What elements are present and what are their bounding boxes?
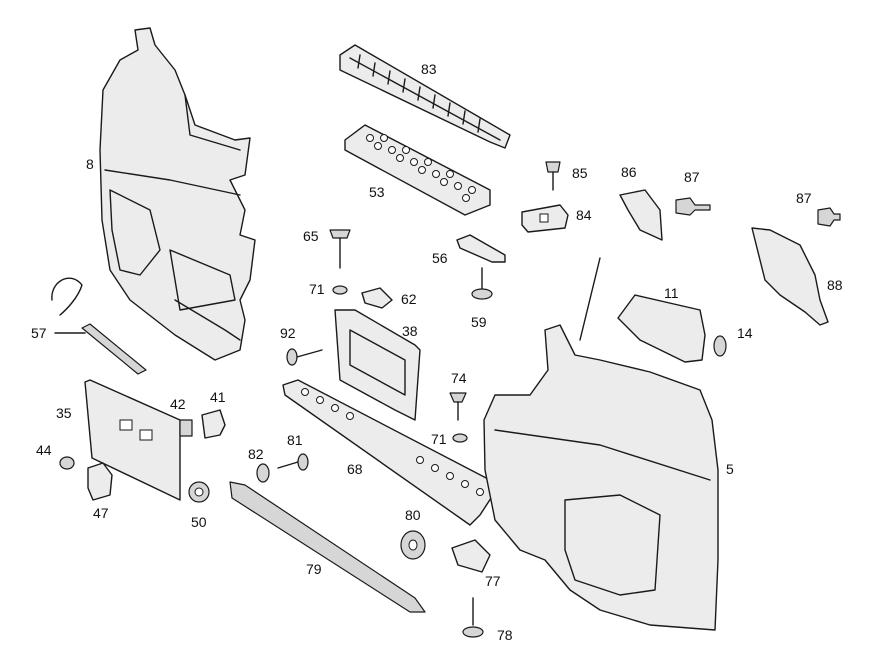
part-14-nut [713, 335, 727, 357]
part-71a-washer [332, 285, 348, 295]
callout-5: 5 [726, 461, 734, 477]
callout-71a: 71 [309, 281, 325, 297]
callout-59: 59 [471, 314, 487, 330]
callout-65: 65 [303, 228, 319, 244]
part-11-trim [617, 294, 706, 363]
callout-35: 35 [56, 405, 72, 421]
part-85-screw [545, 161, 561, 191]
part-80-bushing [400, 530, 426, 560]
part-56-bracket [456, 234, 506, 263]
part-59-bolt [471, 267, 493, 300]
callout-57: 57 [31, 325, 47, 341]
callout-38: 38 [402, 323, 418, 339]
part-92-screw [286, 348, 323, 366]
part-77-clip [451, 539, 491, 573]
part-38-frame [334, 309, 421, 421]
callout-87b: 87 [796, 190, 812, 206]
part-82-washer [256, 463, 270, 483]
callout-88: 88 [827, 277, 843, 293]
callout-84: 84 [576, 207, 592, 223]
callout-80: 80 [405, 507, 421, 523]
callout-14: 14 [737, 325, 753, 341]
callout-87a: 87 [684, 169, 700, 185]
part-81-screw [277, 453, 309, 471]
callout-44: 44 [36, 442, 52, 458]
part-87b-clip [817, 207, 841, 227]
part-68-step [282, 379, 494, 526]
callout-74: 74 [451, 370, 467, 386]
callout-56: 56 [432, 250, 448, 266]
part-88-bracket [751, 227, 829, 326]
part-71b-washer [452, 433, 468, 443]
part-74-bolt [449, 392, 467, 421]
part-79-strut [229, 481, 426, 613]
callout-53: 53 [369, 184, 385, 200]
part-8-left-panel [99, 27, 256, 361]
callout-71b: 71 [431, 431, 447, 447]
part-47-clip [87, 462, 113, 501]
callout-85: 85 [572, 165, 588, 181]
callout-47: 47 [93, 505, 109, 521]
callout-11: 11 [664, 285, 679, 301]
part-78-bolt [462, 597, 484, 638]
callout-78: 78 [497, 627, 513, 643]
callout-68: 68 [347, 461, 363, 477]
part-50-grommet [188, 481, 210, 503]
part-57-rod [81, 323, 147, 375]
part-53-step-plate [344, 124, 491, 216]
part-44-plug [59, 456, 75, 470]
part-5-right-panel [483, 257, 719, 631]
part-42-plate [179, 419, 193, 437]
part-57-clip [51, 277, 83, 316]
part-65-screw [329, 229, 351, 269]
callout-81: 81 [287, 432, 303, 448]
callout-82: 82 [248, 446, 264, 462]
callout-86: 86 [621, 164, 637, 180]
callout-83: 83 [421, 61, 437, 77]
callout-62: 62 [401, 291, 417, 307]
callout-50: 50 [191, 514, 207, 530]
callout-92: 92 [280, 325, 296, 341]
callout-77: 77 [485, 573, 501, 589]
part-35-plate [84, 379, 181, 501]
callout-42: 42 [170, 396, 186, 412]
callout-41: 41 [210, 389, 226, 405]
part-83-rail [339, 44, 511, 149]
part-84-clip [521, 204, 569, 233]
callout-8: 8 [86, 156, 94, 172]
part-62-clip [361, 287, 393, 309]
part-87a-clip [675, 197, 711, 216]
callout-79: 79 [306, 561, 322, 577]
part-86-flap [619, 189, 663, 241]
part-41-clip [201, 409, 226, 439]
